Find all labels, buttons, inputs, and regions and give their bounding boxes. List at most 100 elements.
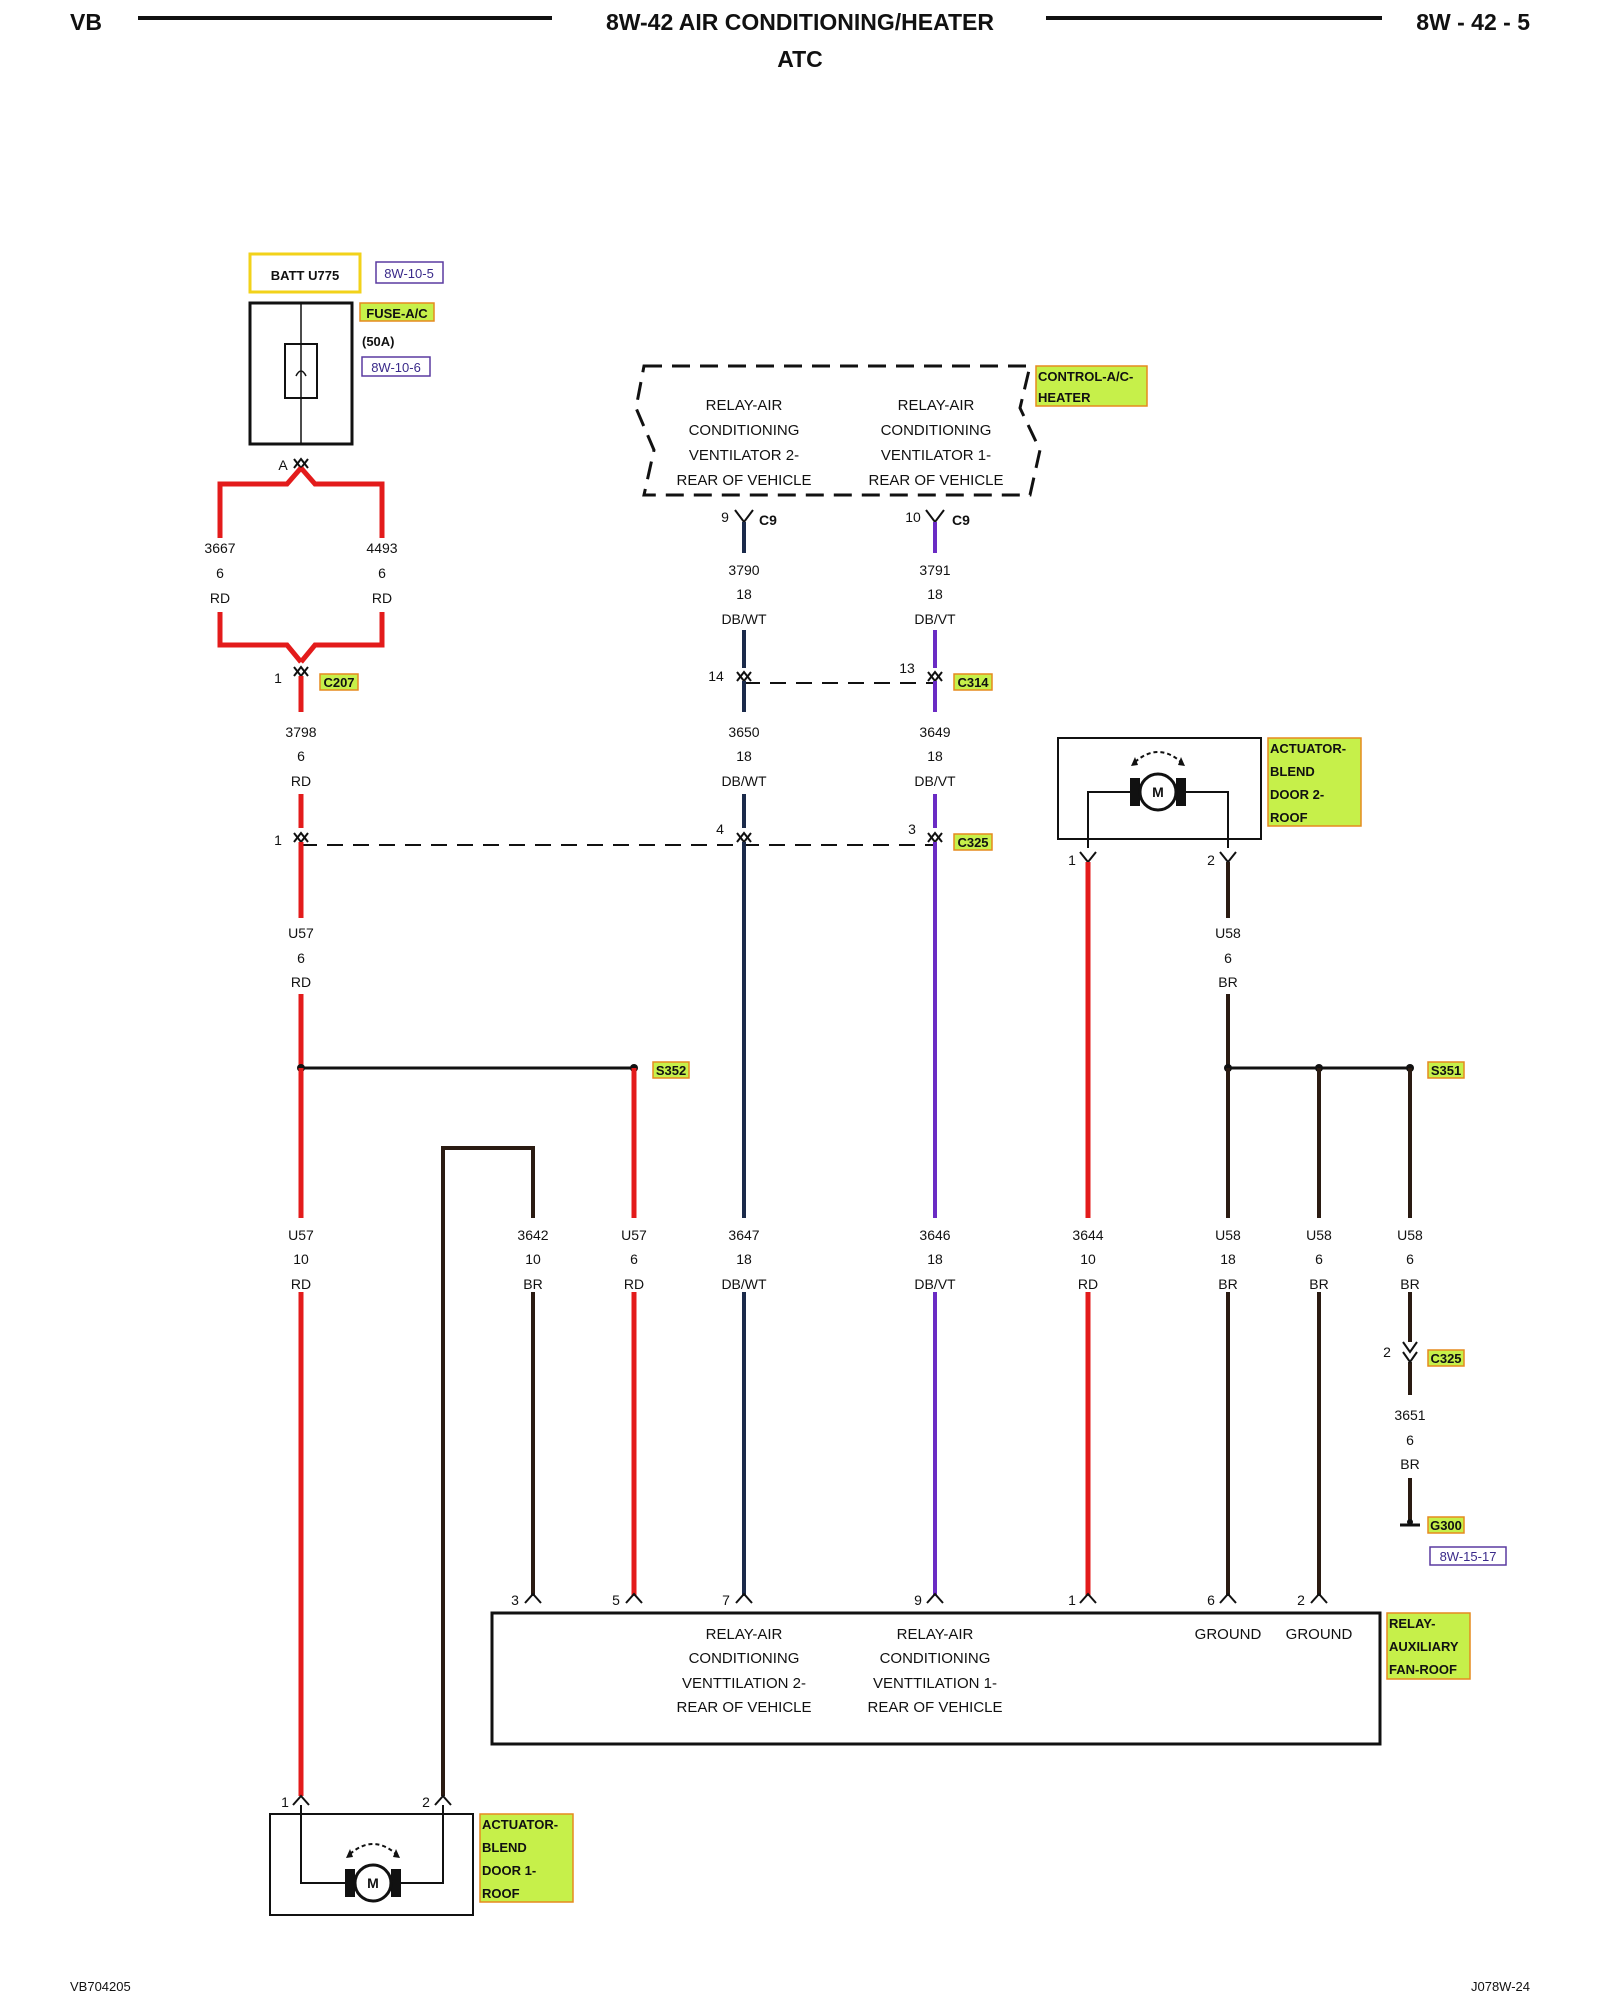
wire-u58d-number: U58 — [1397, 1227, 1423, 1243]
wire-u58c-number: U58 — [1306, 1227, 1332, 1243]
relay-label-line1: RELAY- — [1389, 1616, 1435, 1631]
battery-feed: BATT U775 8W-10-5 — [248, 252, 444, 294]
relay-pin-3: 3 — [511, 1592, 519, 1608]
wire-4493-number: 4493 — [366, 540, 397, 556]
wire-3798-color: RD — [291, 773, 311, 789]
wire-u58d-gauge: 6 — [1406, 1251, 1414, 1267]
footer-right: J078W-24 — [1471, 1979, 1530, 1994]
act1-label-line3: DOOR 1- — [482, 1863, 536, 1878]
relay-cell1-line2: CONDITIONING — [689, 1650, 800, 1667]
fuse-ref[interactable]: 8W-10-6 — [371, 360, 421, 375]
wire-3647-number: 3647 — [728, 1227, 759, 1243]
wire-3651-color: BR — [1400, 1456, 1419, 1472]
relay-pin-7: 7 — [722, 1592, 730, 1608]
batt-label: BATT U775 — [271, 268, 339, 283]
act2-pin-2: 2 — [1207, 852, 1215, 868]
splice-s352: S352 — [297, 1061, 690, 1079]
wire-3650-number: 3650 — [728, 724, 759, 740]
relay-cell2-line4: REAR OF VEHICLE — [867, 1699, 1002, 1716]
wire-3644-number: 3644 — [1072, 1227, 1103, 1243]
g300-ref[interactable]: 8W-15-17 — [1440, 1549, 1497, 1564]
wire-u57-u58-upper: U57 6 RD U58 6 BR — [288, 842, 1241, 1068]
act2-label-line4: ROOF — [1270, 810, 1308, 825]
wire-3646-number: 3646 — [919, 1227, 950, 1243]
relay-label-line3: FAN-ROOF — [1389, 1662, 1457, 1677]
wire-3650-gauge: 18 — [736, 748, 752, 764]
c314-pin-14: 14 — [708, 668, 724, 684]
wire-u58c-color: BR — [1309, 1276, 1328, 1292]
wire-3649-gauge: 18 — [927, 748, 943, 764]
wire-3798-3650-3649: 3798 6 RD 3650 18 DB/WT 3649 18 DB/VT — [285, 676, 956, 828]
act1-label-line2: BLEND — [482, 1840, 527, 1855]
c314-pin-13: 13 — [899, 660, 915, 676]
wire-3649-color: DB/VT — [914, 773, 956, 789]
wire-3791-number: 3791 — [919, 562, 950, 578]
footer: VB704205 J078W-24 — [70, 1979, 1530, 1994]
wire-u58b-number: U58 — [1215, 1227, 1241, 1243]
c207-label: C207 — [323, 675, 354, 690]
motor-icon: M — [367, 1875, 379, 1891]
wire-3644-gauge: 10 — [1080, 1251, 1096, 1267]
wire-3667-4493: 3667 6 RD 4493 6 RD — [204, 466, 398, 664]
act1-pin-1: 1 — [281, 1794, 289, 1810]
wire-3791-gauge: 18 — [927, 586, 943, 602]
wire-u57a-gauge: 6 — [297, 950, 305, 966]
wire-3798-gauge: 6 — [297, 748, 305, 764]
wire-u58a-gauge: 6 — [1224, 950, 1232, 966]
wire-3667-color: RD — [210, 590, 230, 606]
relay-cell1-line3: VENTTILATION 2- — [682, 1675, 806, 1692]
s351-label: S351 — [1431, 1063, 1461, 1078]
wire-3651-number: 3651 — [1394, 1407, 1425, 1423]
wire-3790-gauge: 18 — [736, 586, 752, 602]
wire-labels-lower: U57 10 RD 3642 10 BR U57 6 RD 3647 18 DB… — [288, 1227, 1423, 1292]
wire-4493-gauge: 6 — [378, 565, 386, 581]
wire-u57b-number: U57 — [288, 1227, 314, 1243]
wire-u58c-gauge: 6 — [1315, 1251, 1323, 1267]
splice-s351: S351 — [1224, 1061, 1465, 1079]
relay-pin-6: 6 — [1207, 1592, 1215, 1608]
wire-3642-number: 3642 — [517, 1227, 548, 1243]
c9-label-1: C9 — [759, 512, 777, 528]
act2-label-line1: ACTUATOR- — [1270, 741, 1346, 756]
wire-runs-lower — [298, 842, 1412, 1796]
s352-label: S352 — [656, 1063, 686, 1078]
wire-u58b-color: BR — [1218, 1276, 1237, 1292]
relay-cell2-line1: RELAY-AIR — [897, 1626, 974, 1643]
relay-pins: 3 5 7 9 1 6 2 — [511, 1592, 1328, 1608]
header-page: 8W - 42 - 5 — [1416, 9, 1530, 35]
c325b-pin-2: 2 — [1383, 1344, 1391, 1360]
c207-pin: 1 — [274, 670, 282, 686]
wire-3790-color: DB/WT — [721, 611, 767, 627]
control-label-line2: HEATER — [1038, 390, 1091, 405]
fuse-label: FUSE-A/C — [366, 306, 428, 321]
footer-left: VB704205 — [70, 1979, 131, 1994]
wire-u57c-color: RD — [624, 1276, 644, 1292]
act1-label-line1: ACTUATOR- — [482, 1817, 558, 1832]
relay-cell2-line2: CONDITIONING — [880, 1650, 991, 1667]
fuse-terminal — [293, 458, 309, 469]
c325-pin-4: 4 — [716, 821, 724, 837]
wire-u57a-color: RD — [291, 974, 311, 990]
relay-pin-9: 9 — [914, 1592, 922, 1608]
wire-u57b-gauge: 10 — [293, 1251, 309, 1267]
header: VB 8W-42 AIR CONDITIONING/HEATER ATC 8W … — [70, 9, 1530, 72]
actuator-blend-door-2: M ACTUATOR- BLEND DOOR 2- ROOF 1 2 — [1057, 737, 1362, 868]
wire-3642-gauge: 10 — [525, 1251, 541, 1267]
relay-cell1-line4: REAR OF VEHICLE — [676, 1699, 811, 1716]
wire-3667-number: 3667 — [204, 540, 235, 556]
wire-3650-color: DB/WT — [721, 773, 767, 789]
control-cell1-line2: CONDITIONING — [689, 422, 800, 439]
wire-u58d-color: BR — [1400, 1276, 1419, 1292]
motor-icon: M — [1152, 784, 1164, 800]
wire-u58a-color: BR — [1218, 974, 1237, 990]
batt-ref[interactable]: 8W-10-5 — [384, 266, 434, 281]
c325-pin-3: 3 — [908, 821, 916, 837]
relay-ground-6: GROUND — [1195, 1626, 1262, 1643]
c9-pin-10: 10 — [905, 509, 921, 525]
header-title: 8W-42 AIR CONDITIONING/HEATER — [606, 9, 994, 35]
control-cell1-line1: RELAY-AIR — [706, 397, 783, 414]
control-cell2-line4: REAR OF VEHICLE — [868, 472, 1003, 489]
wire-u57c-number: U57 — [621, 1227, 647, 1243]
act2-label-line3: DOOR 2- — [1270, 787, 1324, 802]
connector-c207: 1 C207 — [274, 666, 359, 691]
